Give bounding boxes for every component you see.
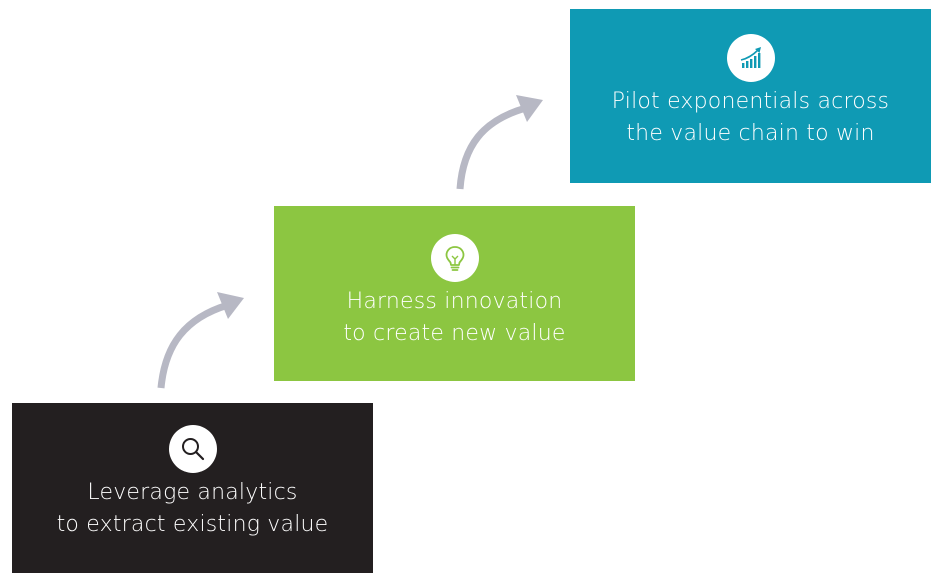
magnifier-icon bbox=[168, 425, 217, 473]
growth-chart-icon bbox=[726, 34, 775, 82]
step-analytics-text: Leverage analytics to extract existing v… bbox=[57, 477, 329, 541]
lightbulb-icon bbox=[430, 234, 479, 282]
step-analytics-line2: to extract existing value bbox=[56, 512, 329, 537]
step-exponentials-line1: Pilot exponentials across bbox=[611, 89, 890, 114]
step-innovation-line1: Harness innovation bbox=[346, 289, 563, 314]
step-analytics-box: Leverage analytics to extract existing v… bbox=[12, 403, 373, 573]
step-exponentials-line2: the value chain to win bbox=[626, 121, 875, 146]
step-innovation-box: Harness innovation to create new value bbox=[274, 206, 635, 381]
step-innovation-text: Harness innovation to create new value bbox=[343, 286, 565, 350]
step-exponentials-text: Pilot exponentials across the value chai… bbox=[612, 86, 889, 150]
step-innovation-line2: to create new value bbox=[343, 321, 566, 346]
step-exponentials-box: Pilot exponentials across the value chai… bbox=[570, 9, 931, 183]
step-analytics-line1: Leverage analytics bbox=[87, 480, 298, 505]
